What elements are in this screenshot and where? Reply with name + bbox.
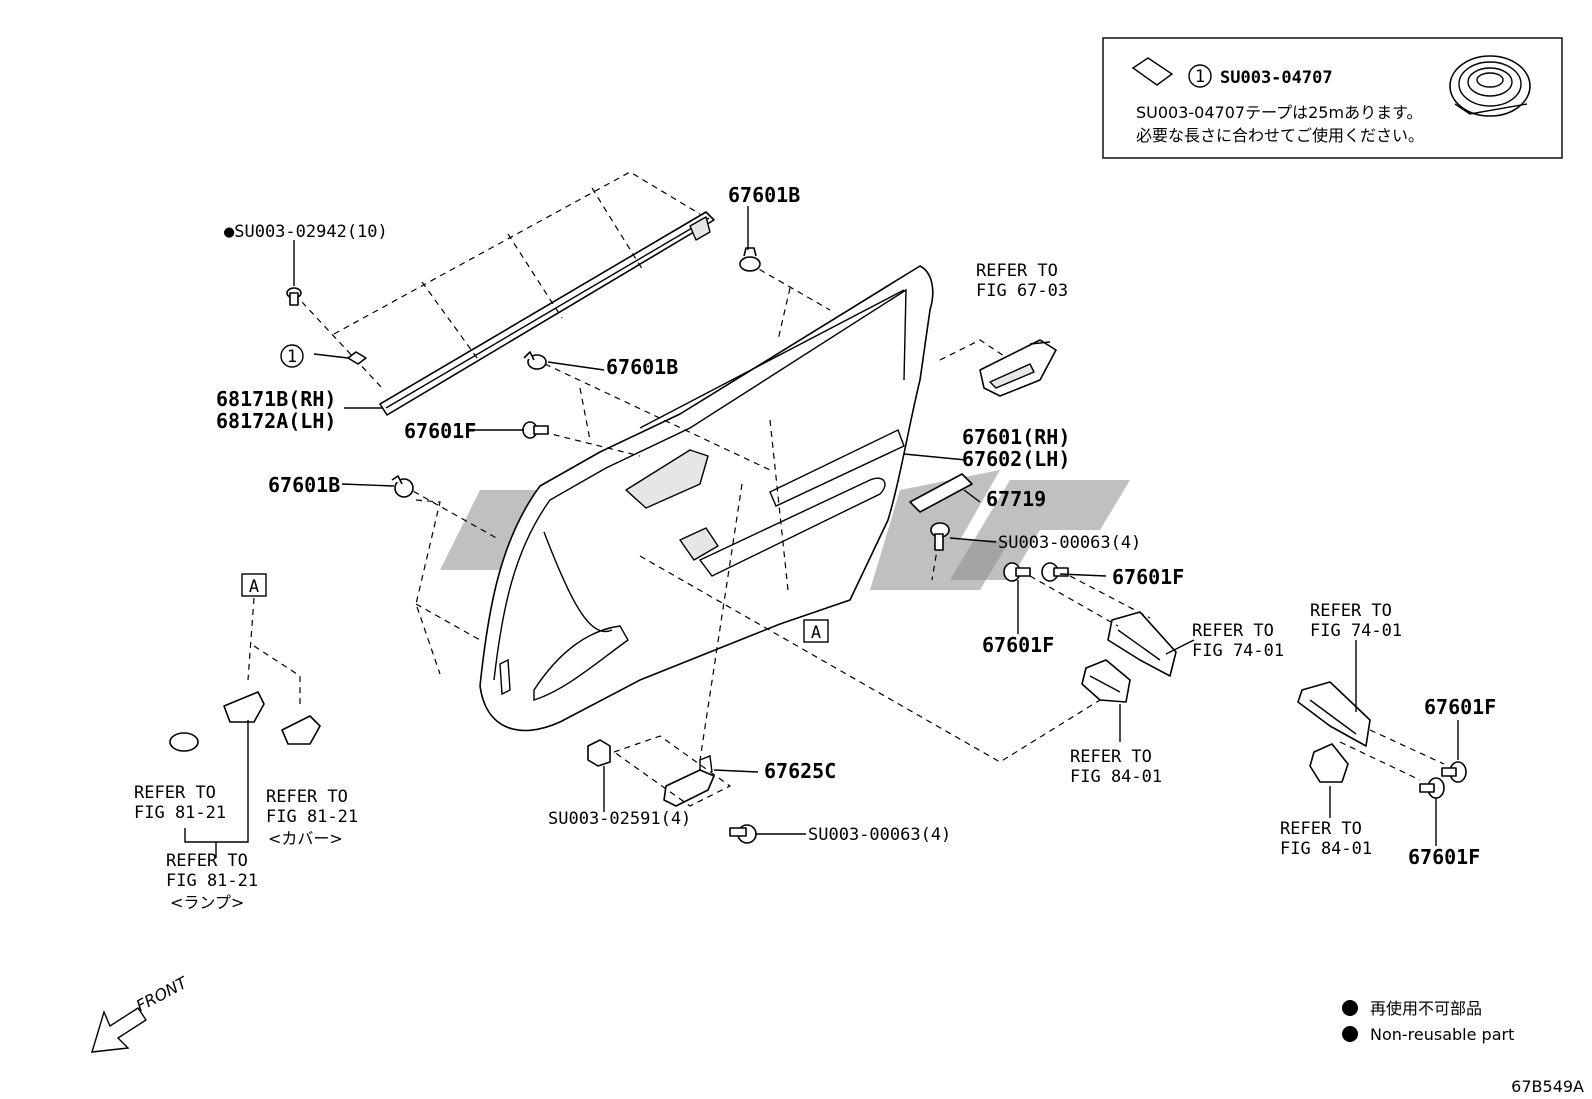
label-refer-81-lamp2-b: FIG 81-21 [166, 871, 258, 891]
label-panel-lh: 67602(LH) [962, 447, 1070, 471]
lamp-socket [223, 691, 265, 723]
clip-67601f-right-a [1003, 562, 1031, 582]
front-label: FRONT [133, 973, 191, 1016]
non-reusable-dot-icon [1342, 1000, 1358, 1016]
label-switch-refer-84-a: REFER TO [1280, 819, 1362, 839]
label-switch-refer-74-a: REFER TO [1310, 601, 1392, 621]
clip-67601b-top [739, 247, 761, 272]
marker-a-panel-box [803, 619, 829, 643]
label-weatherstrip-lh: 68172A(LH) [216, 409, 336, 433]
lamp-cover [281, 715, 321, 745]
lamp-bulb [169, 732, 199, 752]
clip-67601f-left [522, 421, 549, 439]
marker-a-left: A [249, 577, 259, 597]
pad-67719 [909, 473, 973, 513]
label-refer-67-b: FIG 67-03 [976, 281, 1068, 301]
ref-circle-icon [280, 344, 304, 368]
weatherstrip-dashes [301, 171, 701, 389]
label-weatherstrip-rh: 68171B(RH) [216, 387, 336, 411]
leader [1165, 639, 1195, 655]
door-trim-panel [479, 265, 934, 732]
screw-top-left [286, 287, 302, 306]
legend-note-line1: SU003-04707テープは25mあります。 [1136, 103, 1422, 122]
label-refer-81-lamp2-a: REFER TO [166, 851, 248, 871]
non-reusable-dot-icon [1342, 1026, 1358, 1042]
diagram-id: 67B549A [1511, 1077, 1584, 1096]
marker-a-panel: A [811, 623, 821, 643]
clip-67601f-right-b [1041, 562, 1069, 582]
label-refer-81-cover-c: <カバー> [268, 829, 343, 848]
switch-group-right [1297, 640, 1467, 846]
label-clip-f-left: 67601F [404, 419, 476, 443]
tape-legend-box: 1 SU003-04707 SU003-04707テープは25mあります。 必要… [1102, 37, 1563, 159]
lamp-group [169, 573, 321, 858]
label-clip-mid: 67601B [606, 355, 678, 379]
label-nut: SU003-02591(4) [548, 809, 691, 829]
nut-su003-02591 [587, 739, 611, 767]
leader-lines [293, 206, 1107, 835]
label-refer-84-a: REFER TO [1070, 747, 1152, 767]
label-refer-74-b: FIG 74-01 [1192, 641, 1284, 661]
legend-part-code: SU003-04707 [1220, 68, 1333, 88]
legend-ref-number: 1 [1195, 67, 1205, 87]
label-refer-84-b: FIG 84-01 [1070, 767, 1162, 787]
front-arrow-icon [91, 1007, 147, 1053]
label-panel-rh: 67601(RH) [962, 425, 1070, 449]
label-refer-67-a: REFER TO [976, 261, 1058, 281]
screw-right [930, 522, 950, 551]
screw-bottom [729, 824, 757, 844]
tape-piece [347, 351, 367, 365]
label-switch-refer-74-b: FIG 74-01 [1310, 621, 1402, 641]
label-switch-refer-84-b: FIG 84-01 [1280, 839, 1372, 859]
label-refer-81-lamp-a: REFER TO [134, 783, 216, 803]
grip-handle [979, 339, 1057, 397]
label-refer-81-lamp2-c: <ランプ> [170, 893, 244, 912]
legend-line1: 再使用不可部品 [1370, 999, 1482, 1018]
label-ref-one: 1 [287, 347, 297, 367]
label-refer-81-lamp-b: FIG 81-21 [134, 803, 226, 823]
label-clip-top: 67601B [728, 183, 800, 207]
label-refer-74-a: REFER TO [1192, 621, 1274, 641]
label-pad: 67719 [986, 487, 1046, 511]
label-switch-clip-top: 67601F [1424, 695, 1496, 719]
label-clip-f-right-top: 67601F [1112, 565, 1184, 589]
label-bracket: 67625C [764, 759, 836, 783]
tape-sheet-icon [1131, 57, 1174, 86]
panel-dashes [403, 263, 1101, 763]
label-screw-bottom: SU003-00063(4) [808, 825, 951, 845]
switch-unit [1081, 659, 1131, 703]
switch-base [1029, 575, 1177, 677]
label-switch-clip-bottom: 67601F [1408, 845, 1480, 869]
tape-roll-icon [1449, 55, 1531, 117]
clip-67601b-left [391, 475, 414, 498]
label-clip-f-right-low: 67601F [982, 633, 1054, 657]
bracket-67625c [612, 735, 732, 807]
legend-line2: Non-reusable part [1370, 1025, 1514, 1044]
weatherstrip [379, 211, 715, 416]
label-clip-b-left: 67601B [268, 473, 340, 497]
label-refer-81-cover-b: FIG 81-21 [266, 807, 358, 827]
label-screw-top-left: ●SU003-02942(10) [224, 222, 388, 242]
legend-note-line2: 必要な長さに合わせてご使用ください。 [1136, 126, 1424, 145]
label-refer-81-cover-a: REFER TO [266, 787, 348, 807]
ref-circle-icon [1188, 64, 1212, 88]
label-screw-right: SU003-00063(4) [998, 533, 1141, 553]
clip-67601b-mid [523, 351, 547, 370]
